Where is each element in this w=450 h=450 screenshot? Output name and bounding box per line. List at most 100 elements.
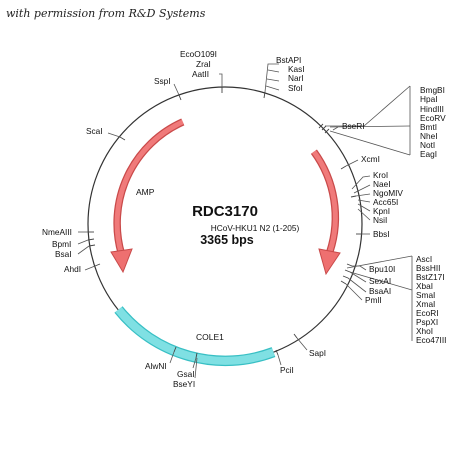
site-ecoo109i: EcoO109I [180, 49, 217, 59]
site-nsii: NsiI [373, 215, 387, 225]
cole1-label: COLE1 [196, 332, 224, 342]
cole1-feature-band-fill [115, 306, 275, 365]
site-acc65i: Acc65I [373, 197, 398, 207]
site-ticks [87, 87, 361, 359]
leader-pmli [345, 283, 363, 301]
site-cluster-top-item: EcoRV [420, 113, 446, 123]
leader-ahdi [84, 265, 96, 271]
leader-naei [353, 184, 371, 194]
site-cluster-bottom-item: XhoI [416, 326, 433, 336]
site-bpmi: BpmI [52, 239, 71, 249]
site-cluster-bottom: AscI BssHII BstZ17I XbaI SmaI XmaI EcoRI… [416, 254, 446, 345]
site-cluster-bottom-item: XmaI [416, 299, 435, 309]
insert-label: HCoV-HKU1 N2 (1-205) [211, 223, 300, 233]
tick [318, 123, 324, 129]
plasmid-size: 3365 bps [200, 233, 254, 247]
site-cluster-top: BmgBI HpaI HindIII EcoRV BmtI NheI NotI … [420, 85, 446, 159]
site-cluster-bottom-item: BssHII [416, 263, 440, 273]
site-kpni: KpnI [373, 206, 390, 216]
leader-aatii [219, 73, 223, 87]
tick [324, 128, 330, 134]
leader-cluster-bottom [349, 271, 413, 291]
leader-bpmi [77, 239, 89, 245]
site-cluster-top-item: NotI [420, 140, 435, 150]
leader-cluster-bottom-top [346, 255, 413, 269]
leader-bsaai [347, 277, 367, 293]
tick [344, 269, 351, 273]
leader-xcmi [345, 159, 359, 167]
leader-scai [107, 132, 121, 138]
site-cluster-top-item: HindIII [420, 104, 444, 114]
site-bsai: BsaI [55, 249, 72, 259]
tick [263, 91, 266, 99]
site-xcmi: XcmI [361, 154, 380, 164]
tick [350, 195, 357, 198]
site-alwni: AlwNI [145, 361, 167, 371]
leader-sexai [349, 271, 367, 283]
site-cluster-bottom-item: XbaI [416, 281, 433, 291]
tick [178, 94, 182, 101]
permission-note: with permission from R&D Systems [6, 7, 206, 20]
site-leaders [77, 63, 413, 379]
site-cluster-top-item: BmtI [420, 122, 437, 132]
site-cluster-bottom-item: SmaI [416, 290, 435, 300]
leader-alwni [169, 351, 175, 364]
leader-ngomiv [355, 193, 371, 197]
site-ahdi: AhdI [64, 264, 81, 274]
site-zrai: ZraI [196, 59, 211, 69]
site-bsaai: BsaAI [369, 286, 391, 296]
tick [173, 346, 177, 353]
leader-cluster-top-bracket-bottom [329, 130, 411, 156]
site-bstapi: BstAPI [276, 55, 301, 65]
site-scai: ScaI [86, 126, 103, 136]
tick [293, 333, 298, 339]
site-cluster-bottom-item: EcoRI [416, 308, 439, 318]
insert-arrowhead [318, 248, 341, 276]
tick [275, 349, 279, 356]
tick [87, 238, 95, 241]
leader-nari [266, 78, 280, 82]
leader-gsai [192, 357, 197, 369]
site-cluster-top-item: HpaI [420, 94, 438, 104]
amp-arrow-body-fill [114, 119, 184, 255]
tick [321, 125, 327, 131]
tick [340, 165, 347, 170]
leader-kroi [351, 175, 371, 190]
site-cluster-bottom-item: PspXI [416, 317, 438, 327]
leader-sfoi [265, 85, 280, 91]
site-cluster-top-item: NheI [420, 131, 438, 141]
tick [119, 136, 126, 141]
insert-arrow-body-fill [311, 150, 338, 253]
tick [342, 275, 349, 279]
leader-kpni [357, 203, 371, 212]
leader-sspi [173, 83, 180, 96]
site-kroi: KroI [373, 170, 388, 180]
tick [195, 352, 198, 359]
tick [346, 263, 353, 267]
site-bpu10i: Bpu10I [369, 264, 395, 274]
leader-bseyi [194, 357, 198, 379]
leader-bseri [332, 126, 339, 131]
site-bseyi: BseYI [173, 379, 195, 389]
leader-cluster-top-2 [329, 125, 411, 128]
amp-label: AMP [136, 187, 155, 197]
site-sexai: SexAI [369, 276, 391, 286]
site-pcii: PciI [280, 365, 294, 375]
site-sfoi: SfoI [288, 83, 303, 93]
tick [340, 280, 347, 285]
site-nmeaiii: NmeAIII [42, 227, 72, 237]
site-bseri: BseRI [342, 121, 365, 131]
site-naei: NaeI [373, 179, 391, 189]
site-cluster-bottom-item: BstZ17I [416, 272, 445, 282]
plasmid-name: RDC3170 [192, 203, 258, 220]
site-cluster-bottom-item: Eco47III [416, 335, 446, 345]
site-cluster-top-item: EagI [420, 149, 437, 159]
leader-nsii [357, 208, 371, 221]
leader-pcii [277, 354, 282, 366]
tick [94, 263, 101, 267]
leader-kasi [267, 69, 280, 73]
site-sspi: SspI [154, 76, 171, 86]
tick [88, 244, 96, 247]
leader-bsai [77, 245, 90, 255]
